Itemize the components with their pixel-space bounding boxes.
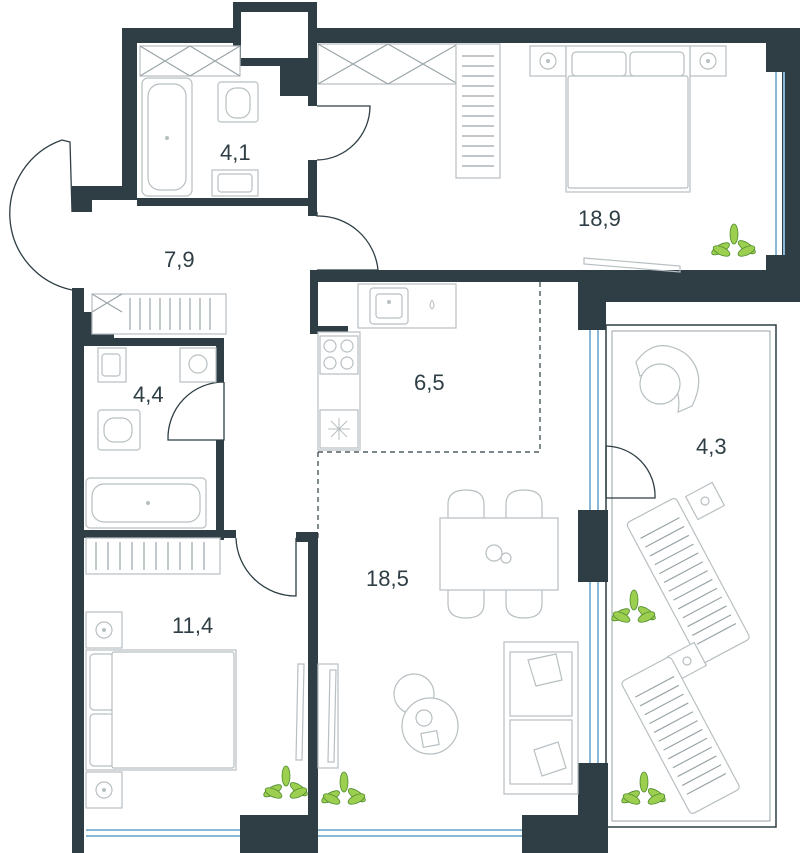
room-area-bathroom-left: 4,4 — [133, 382, 164, 407]
room-area-kitchen: 6,5 — [414, 370, 445, 395]
walls — [72, 2, 800, 853]
living-room-furniture — [317, 489, 579, 795]
hallway-furniture — [91, 293, 227, 335]
bathroom-top-fixtures — [139, 45, 259, 197]
plant-icon — [621, 771, 666, 805]
bathroom-left-fixtures — [85, 347, 217, 529]
room-area-bedroom-top: 18,9 — [578, 206, 621, 231]
room-area-living-room: 18,5 — [366, 566, 409, 591]
plant-icon — [711, 223, 756, 257]
room-area-hallway: 7,9 — [164, 247, 195, 272]
plant-icon — [611, 589, 656, 623]
windows — [86, 72, 785, 837]
room-area-bathroom-top: 4,1 — [220, 140, 251, 165]
room-area-balcony: 4,3 — [696, 434, 727, 459]
room-labels: 4,1 18,9 7,9 6,5 4,4 4,3 18,5 11,4 — [133, 140, 727, 638]
plants — [263, 223, 756, 805]
doors — [9, 105, 656, 597]
plant-icon — [321, 771, 366, 805]
bedroom-top-furniture — [317, 43, 727, 273]
plant-icon — [263, 765, 308, 799]
room-area-bedroom-bottom: 11,4 — [172, 613, 213, 638]
balcony-furniture — [621, 345, 750, 814]
bedroom-bottom-furniture — [85, 537, 305, 809]
kitchen-furniture — [317, 282, 541, 540]
